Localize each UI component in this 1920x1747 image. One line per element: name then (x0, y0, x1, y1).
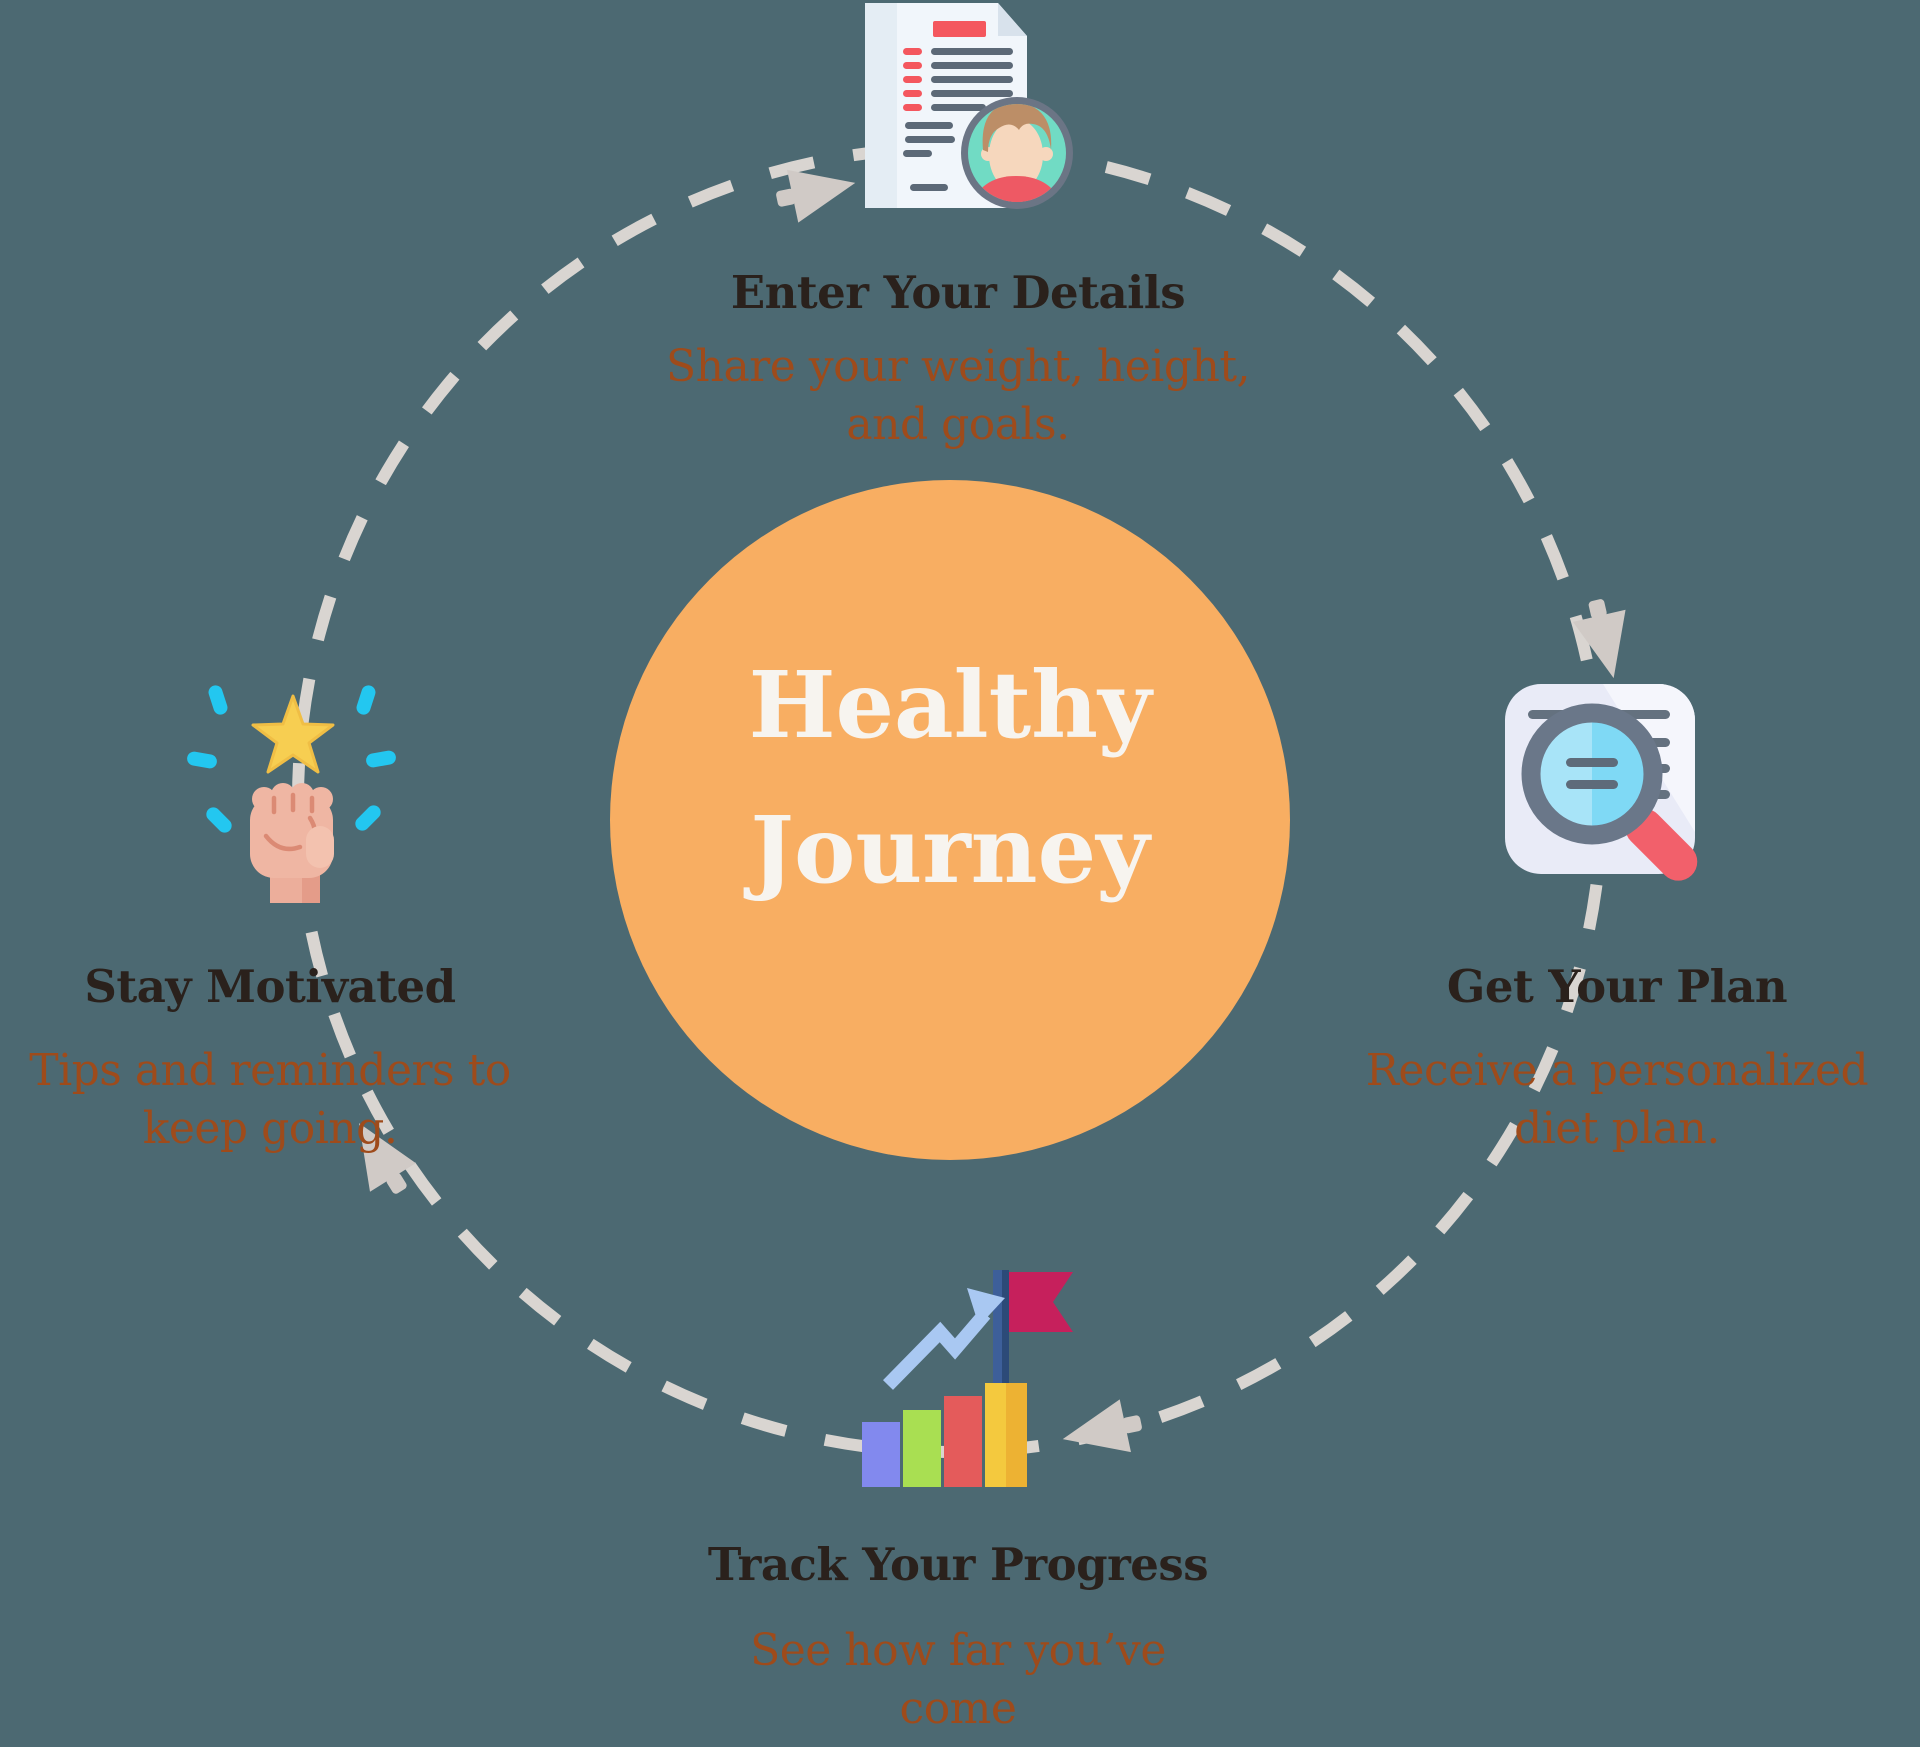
flow-arrowhead-right (1572, 599, 1626, 679)
bar-chart-flag-icon (862, 1270, 1073, 1487)
step-title: Enter Your Details (730, 266, 1186, 319)
step-description: Share your weight, height, and goals. (658, 338, 1258, 454)
step-title: Get Your Plan (1446, 960, 1788, 1013)
fist-star-icon (187, 685, 396, 903)
step-title: Track Your Progress (707, 1538, 1209, 1591)
hub-title-line1: Healthy (748, 650, 1152, 759)
step-title: Stay Motivated (84, 960, 456, 1013)
step-description-line2: keep going. (142, 1103, 398, 1154)
step-description-line2: and goals. (846, 399, 1070, 450)
step-description: See how far you’ve come (658, 1622, 1258, 1738)
flow-arrowhead-left (358, 1123, 416, 1194)
step-description-line1: Share your weight, height, (665, 341, 1251, 392)
center-hub-circle: Healthy Journey (610, 480, 1290, 1160)
step-description: Tips and reminders to keep going. (0, 1042, 540, 1158)
flow-arrowhead-top (776, 169, 856, 223)
hub-title: Healthy Journey (749, 633, 1152, 924)
hub-title-line2: Journey (750, 796, 1150, 904)
step-description-line2: diet plan. (1514, 1103, 1720, 1154)
flow-arrowhead-bottom (1062, 1399, 1142, 1453)
step-description-line2: come (899, 1683, 1017, 1734)
step-description-line1: Receive a personalized (1365, 1045, 1869, 1096)
step-description: Receive a personalized diet plan. (1327, 1042, 1907, 1158)
step-description-line1: Tips and reminders to (29, 1045, 511, 1096)
step-description-line1: See how far you’ve (750, 1625, 1166, 1676)
document-profile-icon (865, 3, 1073, 209)
magnifier-document-icon (1505, 684, 1698, 881)
